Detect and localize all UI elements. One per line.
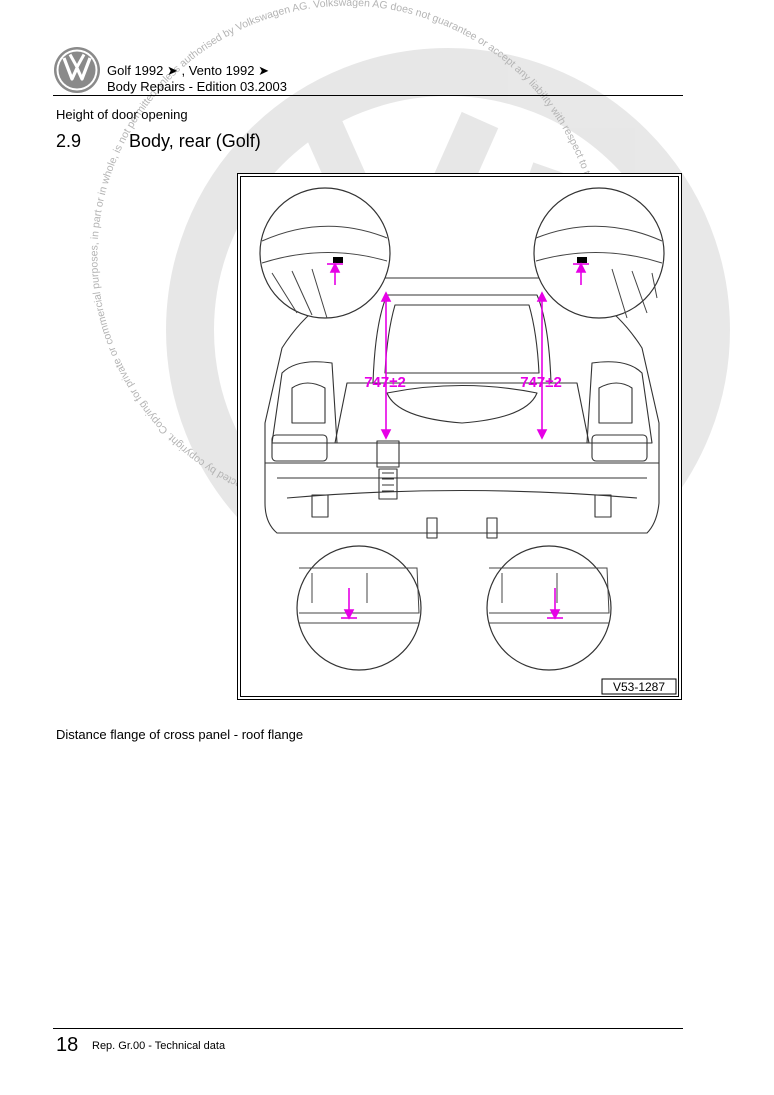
footer-label: Rep. Gr.00 - Technical data bbox=[92, 1040, 226, 1052]
footer-divider bbox=[53, 1028, 683, 1029]
header-edition: Body Repairs - Edition 03.2003 bbox=[107, 79, 287, 94]
vw-logo-icon bbox=[54, 47, 100, 93]
intro-text: Height of door opening bbox=[56, 107, 188, 122]
figure-caption: Distance flange of cross panel - roof fl… bbox=[56, 727, 304, 742]
figure-id-label: V53-1287 bbox=[613, 680, 665, 694]
dimension-label-left: 747±2 bbox=[364, 374, 406, 391]
section-title: Body, rear (Golf) bbox=[129, 131, 261, 151]
dimension-label-right: 747±2 bbox=[520, 374, 562, 391]
header-models: Golf 1992 ➤ , Vento 1992 ➤ bbox=[107, 63, 270, 78]
header-divider bbox=[53, 95, 683, 96]
page-number: 18 bbox=[56, 1034, 79, 1056]
section-number: 2.9 bbox=[56, 131, 82, 151]
rear-body-figure: 747±2 747±2 V53-1287 bbox=[237, 173, 682, 700]
